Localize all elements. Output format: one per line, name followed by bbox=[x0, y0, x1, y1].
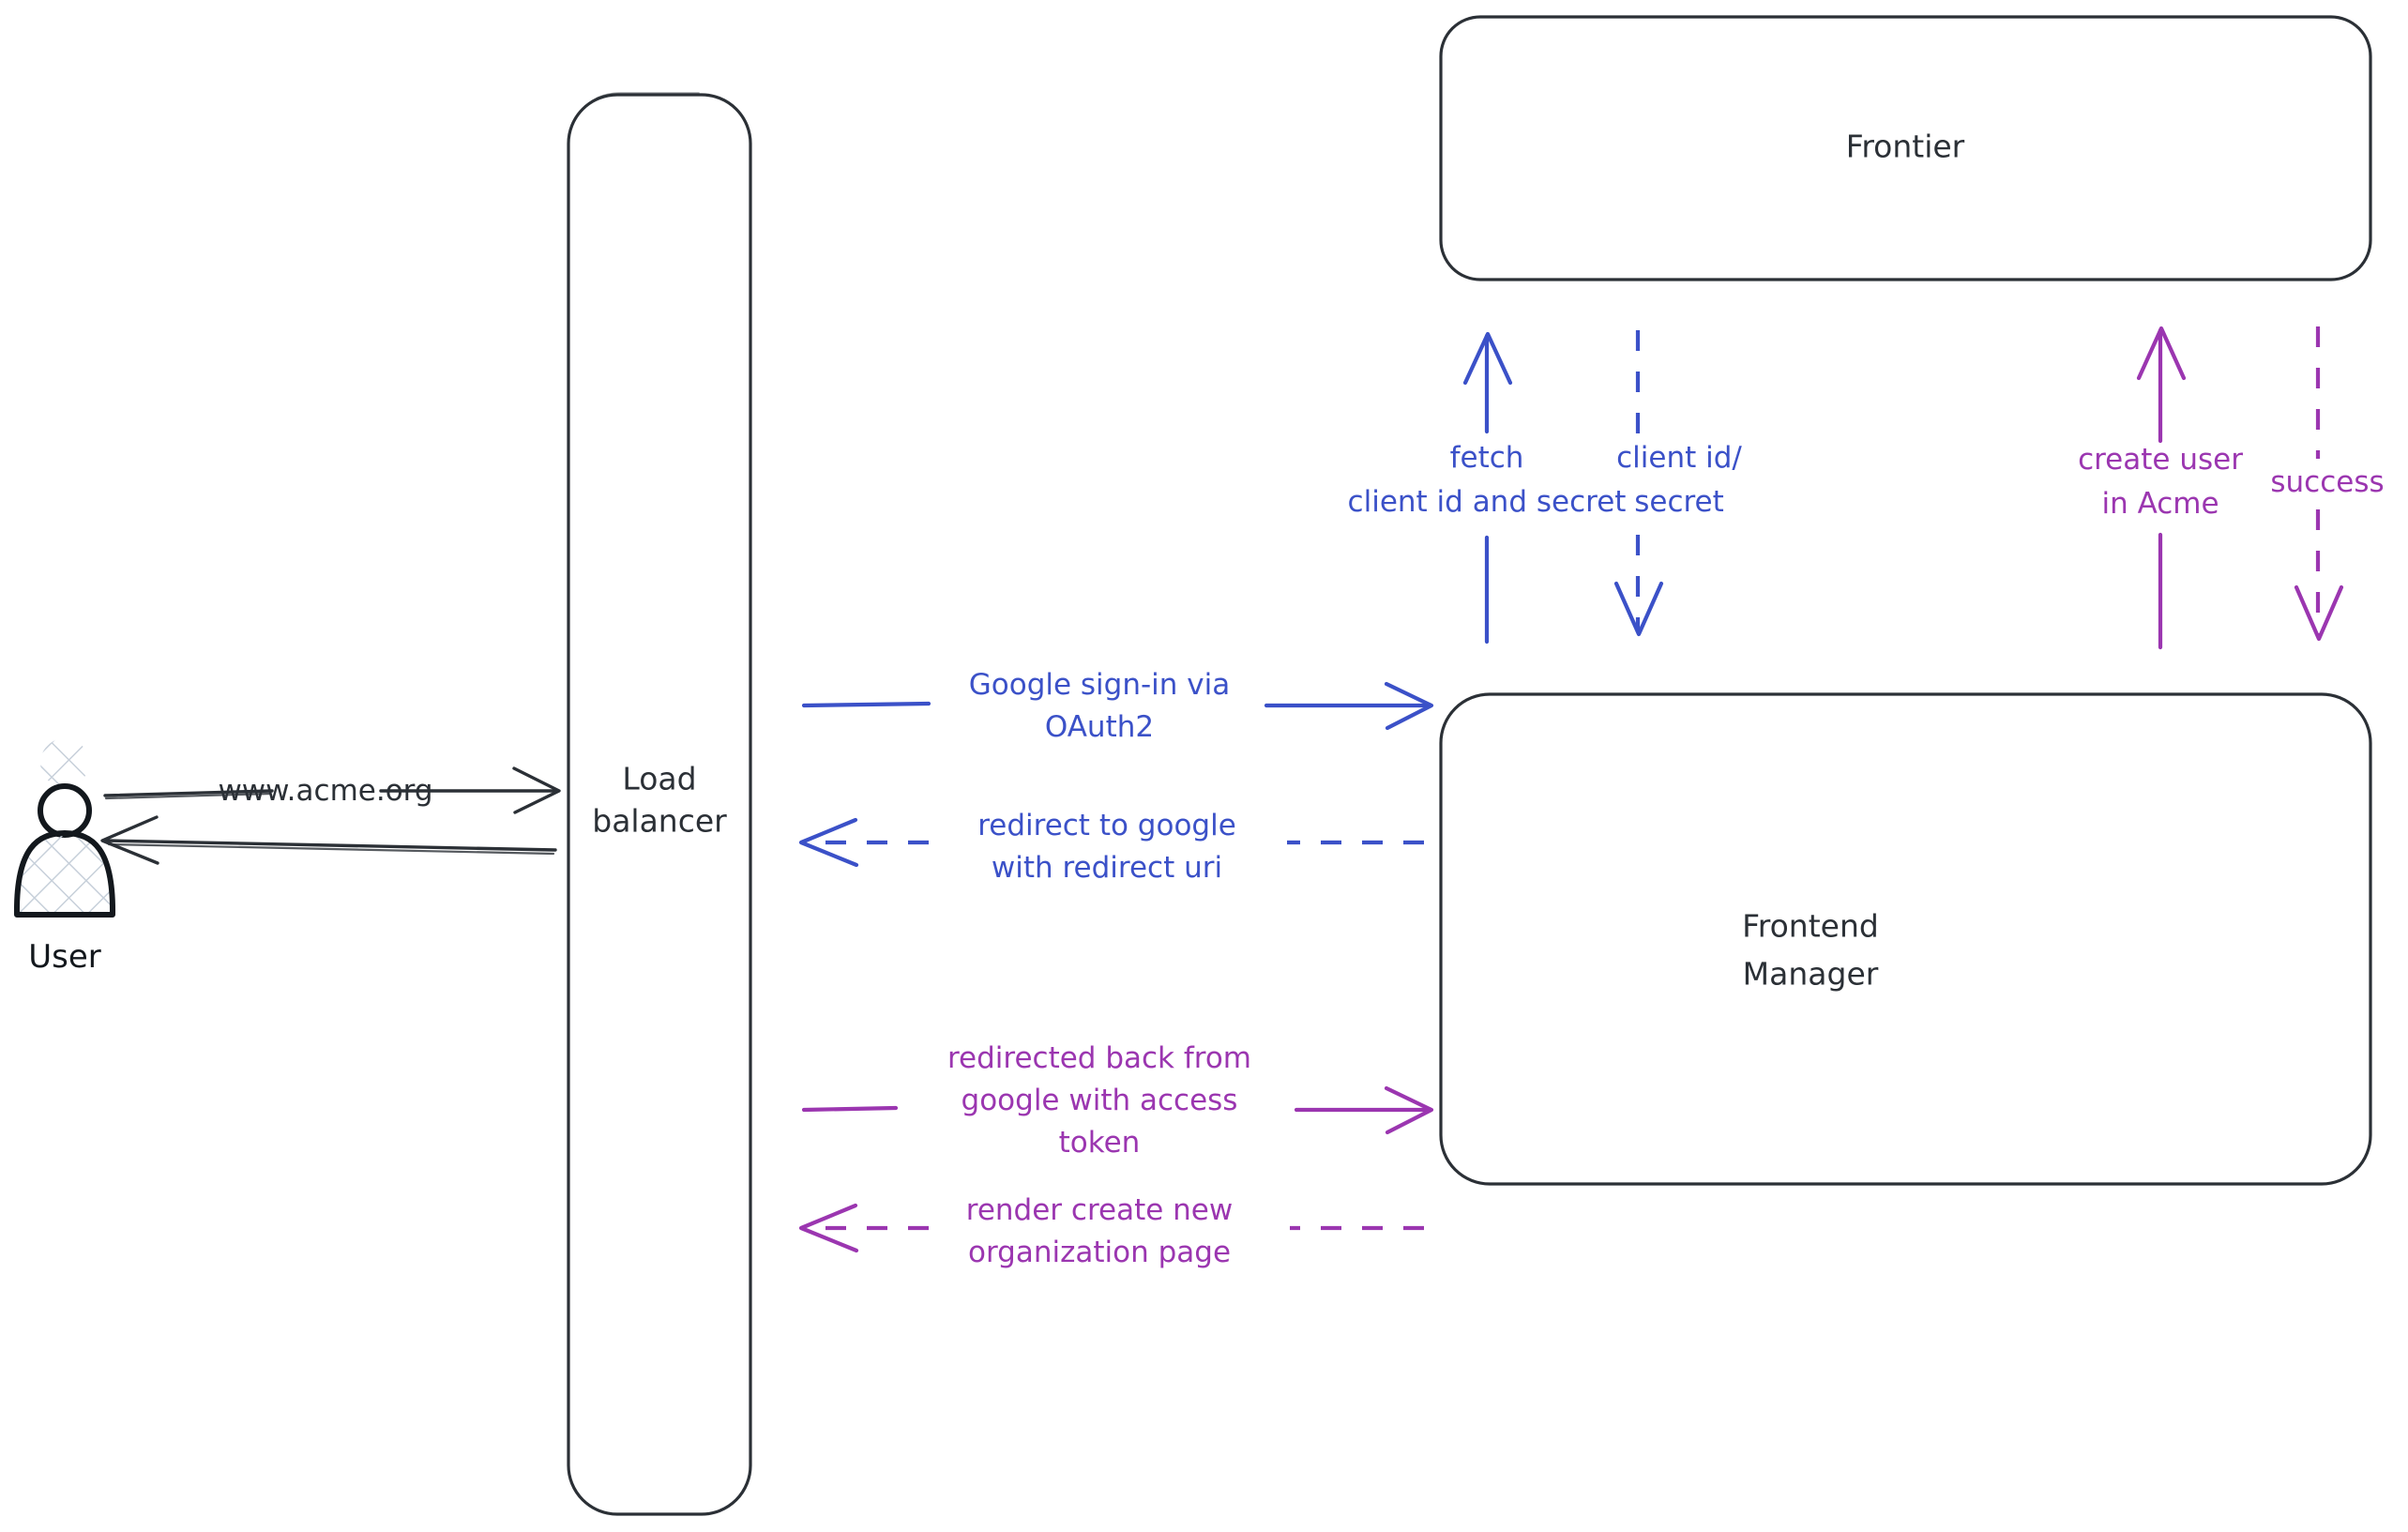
edge-redirect-to-google[interactable]: redirect to google with redirect uri bbox=[798, 809, 1424, 885]
edge-label-fetch-line2: client id and secret bbox=[1348, 485, 1627, 519]
edge-label-google-signin-line1: Google sign-in via bbox=[969, 668, 1231, 702]
edge-redirected-back-with-access-token[interactable]: redirected back from google with access … bbox=[801, 1041, 1434, 1160]
edge-label-fetch-line1: fetch bbox=[1450, 441, 1524, 475]
edge-label-redirect-google-line1: redirect to google bbox=[977, 809, 1236, 842]
person-body-fill bbox=[17, 833, 113, 915]
edge-label-redirect-google-line2: with redirect uri bbox=[992, 851, 1222, 885]
edge-label-redirected-back-line2: google with access bbox=[962, 1084, 1238, 1117]
node-frontend-manager[interactable]: Frontend Manager bbox=[1439, 692, 2372, 1186]
edge-label-create-user-line2: in Acme bbox=[2101, 487, 2219, 521]
user-actor-label: User bbox=[28, 938, 101, 976]
node-load-balancer[interactable]: Load balancer bbox=[567, 92, 752, 1516]
load-balancer-label-line2: balancer bbox=[592, 803, 727, 840]
edge-label-google-signin-line2: OAuth2 bbox=[1045, 710, 1154, 744]
edge-fetch-client-id-and-secret[interactable]: fetch client id and secret bbox=[1348, 331, 1627, 645]
edge-user-to-load-balancer[interactable]: www.acme.org bbox=[103, 766, 561, 814]
edge-google-signin-oauth2[interactable]: Google sign-in via OAuth2 bbox=[801, 668, 1434, 744]
load-balancer-label-line1: Load bbox=[622, 761, 696, 797]
node-frontier[interactable]: Frontier bbox=[1439, 15, 2372, 281]
edge-label-redirected-back-line3: token bbox=[1059, 1126, 1141, 1160]
edge-render-create-new-organization-page[interactable]: render create new organization page bbox=[798, 1193, 1424, 1269]
frontier-label: Frontier bbox=[1846, 129, 1965, 165]
person-head-fill bbox=[40, 738, 90, 787]
frontend-manager-label-line1: Frontend bbox=[1742, 908, 1879, 945]
edge-create-user-in-acme[interactable]: create user in Acme bbox=[2078, 326, 2243, 650]
person-body-icon bbox=[13, 830, 116, 918]
edge-label-success: success bbox=[2270, 465, 2384, 499]
edge-label-render-create-line2: organization page bbox=[968, 1236, 1231, 1269]
user-actor[interactable]: User bbox=[13, 738, 116, 976]
edge-success[interactable]: success bbox=[2270, 326, 2385, 642]
person-head-icon bbox=[38, 783, 92, 838]
edge-label-client-secret-line1: client id/ bbox=[1616, 441, 1742, 475]
frontier-box bbox=[1439, 15, 2372, 281]
frontend-manager-label-line2: Manager bbox=[1743, 956, 1879, 993]
frontend-manager-box bbox=[1439, 692, 2372, 1186]
edge-load-balancer-to-user[interactable] bbox=[100, 815, 557, 865]
edge-label-client-secret-line2: secret bbox=[1634, 485, 1724, 519]
load-balancer-box bbox=[567, 93, 752, 1516]
edge-label-create-user-line1: create user bbox=[2078, 443, 2243, 477]
edge-label-render-create-line1: render create new bbox=[966, 1193, 1233, 1227]
edge-label-redirected-back-line1: redirected back from bbox=[947, 1041, 1251, 1075]
edge-client-id-secret[interactable]: client id/ secret bbox=[1613, 330, 1742, 637]
edge-label-www-acme-org: www.acme.org bbox=[218, 774, 432, 808]
